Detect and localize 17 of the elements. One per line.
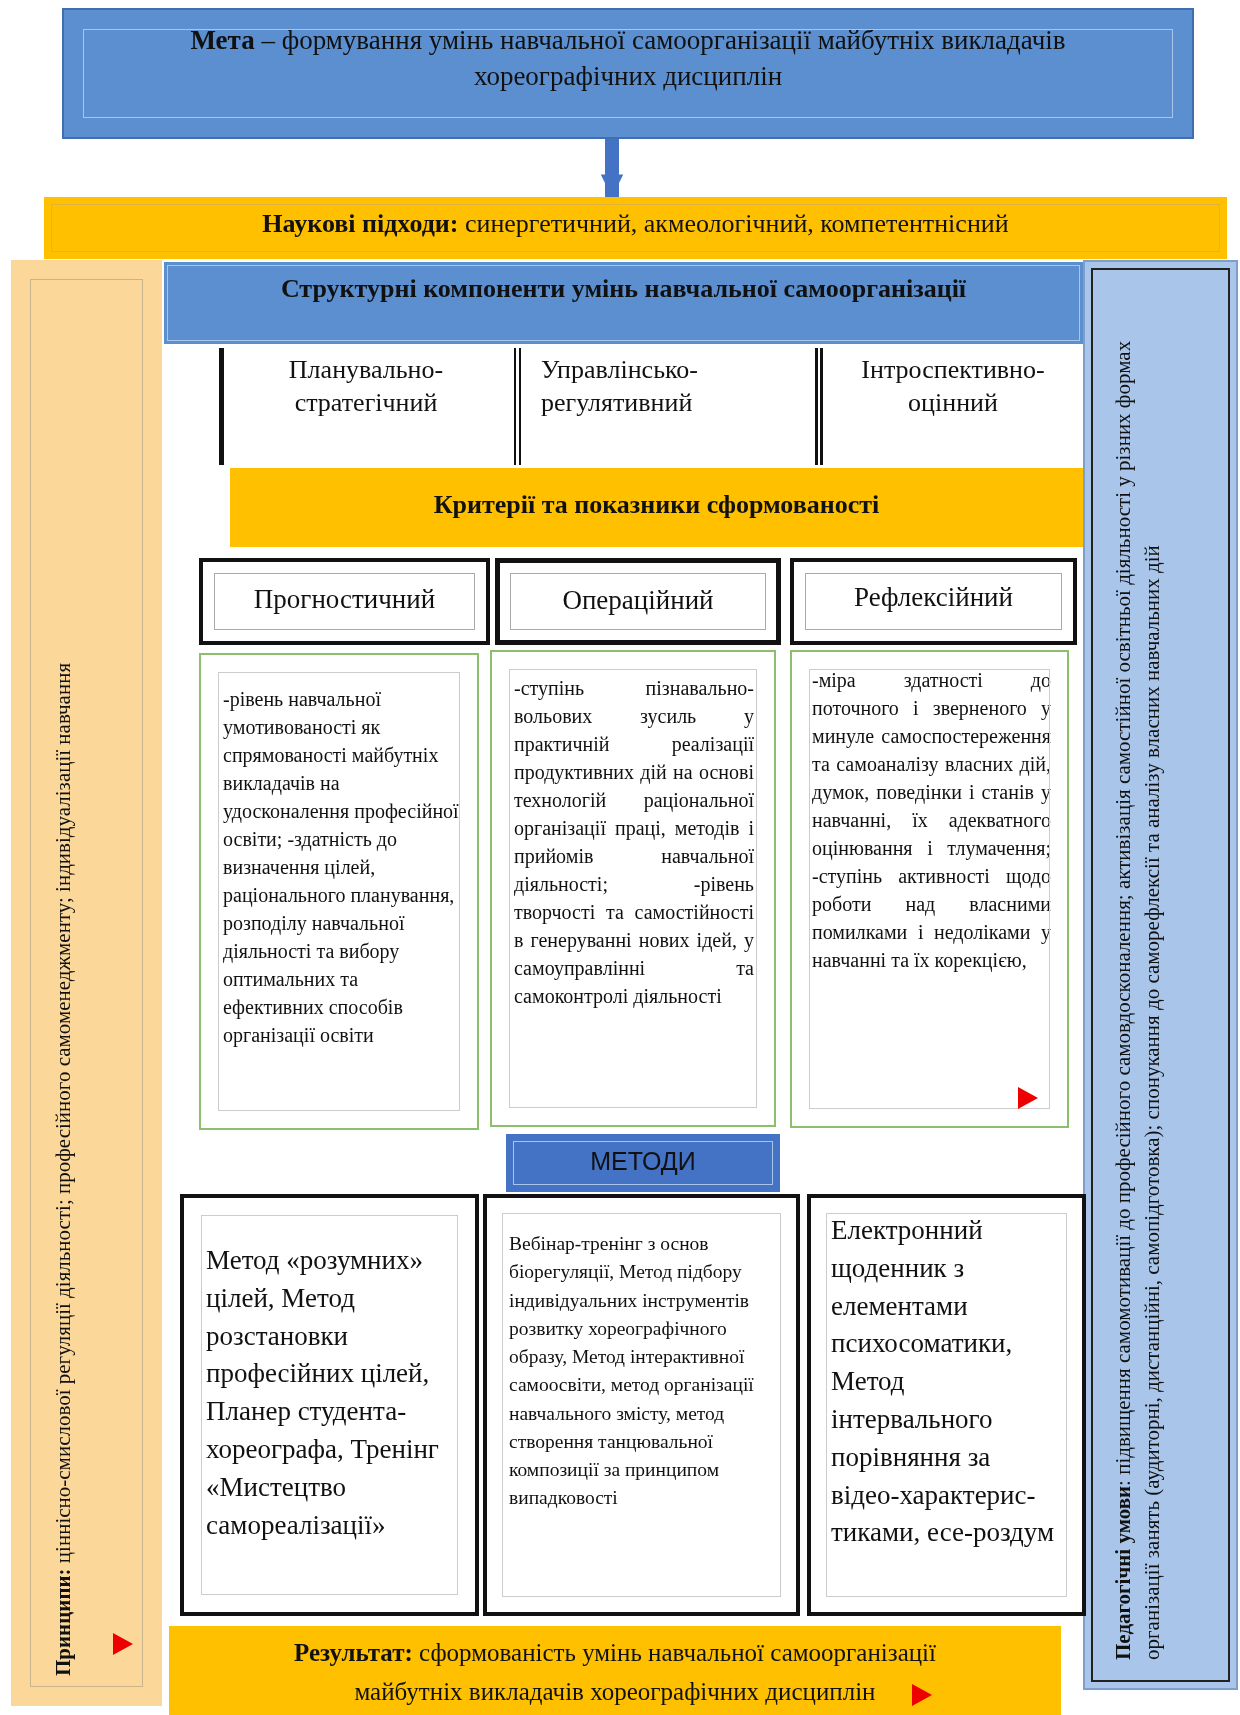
method-box: Електронний щоденник з елементами психосоматики, Метод інтервального порівняння за відео-характерис-тиками, есе-роздум — [807, 1194, 1086, 1616]
conditions-panel: Педагогічні умови: підвищення самомотивації до професійного самовдосконалення; активізація самостійної освітньої діяльності у різних формах організації занять (аудиторні, дистанційні, самопідготовка); спонукання до саморефлексії та аналізу власних навчальних дій — [1083, 260, 1238, 1690]
goal-box: Мета – формування умінь навчальної самоорганізації майбутніх викладачів хореографічних дисциплін — [62, 8, 1194, 139]
method-box: Вебінар-тренінг з основ біорегуляції, Метод підбору індивідуальних інструментів розвитку хореографічного образу, Метод інтерактивної самоосвіти, метод організації навчального змісту, метод створення танцювальної композиції за принципом випадковості — [483, 1194, 800, 1616]
criterion-header: Прогностичний — [199, 558, 490, 645]
arrow — [600, 139, 624, 197]
result-banner: Результат: сформованість умінь навчальної самоорганізації майбутніх викладачів хореографічних дисциплін — [169, 1626, 1061, 1715]
criterion-header: Рефлексійний — [790, 558, 1077, 645]
section-header: Структурні компоненти умінь навчальної самоорганізації — [164, 262, 1083, 344]
approaches-banner: Наукові підходи: синергетичний, акмеологічний, компетентнісний — [44, 197, 1227, 259]
indicator-box: -ступінь пізнавально-вольових зусиль у практичній реалізації продуктивних дій на основі технологій раціональної організації праці, методів і прийомів навчальної діяльності; -рівень творчості та самостійності в генеруванні нових ідей, у самоуправлінні та самоконтролі діяльності — [490, 650, 776, 1127]
methods-header: МЕТОДИ — [506, 1134, 780, 1192]
indicator-box: -рівень навчальної умотивованості як спрямованості майбутніх викладачів на удосконалення професійної освіти; -здатність до визначення цілей, раціонального планування, розподілу навчальної діяльності та вибору оптимальних та ефективних способів організації освіти — [199, 653, 479, 1130]
principles-panel: Принципи: ціннісно-смислової регуляції діяльності; професійного самоменеджменту; індивідуалізації навчання — [11, 260, 162, 1706]
criteria-banner: Критерії та показники сформованості — [230, 468, 1083, 547]
criterion-header: Операційний — [495, 558, 781, 645]
method-box: Метод «розумних» цілей, Метод розстановки професійних цілей, Планер студента-хореографа, Тренінг «Мистецтво самореалізації» — [180, 1194, 479, 1616]
